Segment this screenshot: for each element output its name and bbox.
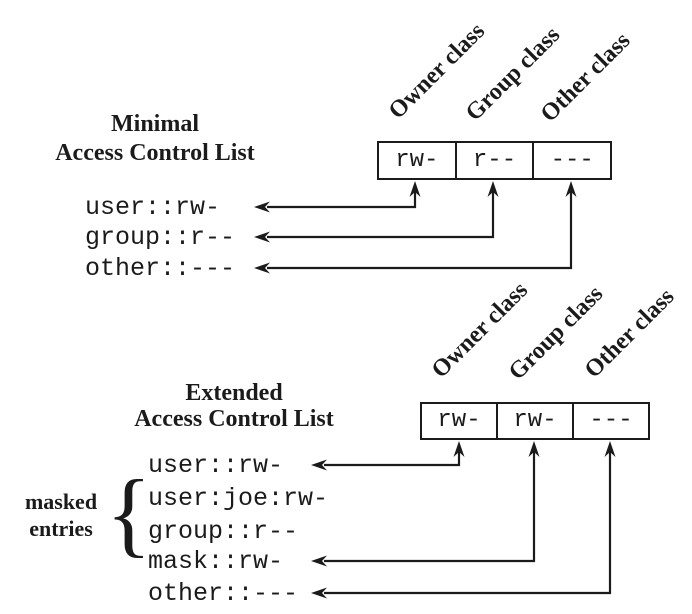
up-arrowhead-icon: [604, 441, 616, 457]
arrow-user-to-owner-cell: [267, 192, 417, 209]
minimal-other-permission-cell: ---: [550, 146, 594, 174]
masked-entries-label: masked entries: [8, 488, 114, 542]
left-arrowhead-icon: [311, 587, 327, 599]
masked-entries-label-line1: masked: [24, 489, 98, 514]
minimal-acl-entry-user: user::rw-: [85, 193, 221, 222]
extended-owner-permission-cell: rw-: [422, 404, 498, 438]
extended-acl-entry-user: user::rw-: [148, 451, 284, 480]
up-arrowhead-icon: [565, 181, 577, 197]
arrow-other-to-other-cell: [267, 192, 573, 270]
minimal-acl-entry-other: other::---: [85, 254, 236, 283]
left-arrowhead-icon: [311, 459, 327, 471]
arrow-user-to-owner-cell: [324, 452, 461, 467]
minimal-acl-title: Minimal Access Control List: [35, 110, 275, 168]
left-arrowhead-icon: [254, 231, 270, 243]
minimal-acl-entry-group: group::r--: [85, 223, 236, 252]
masked-entries-brace: {: [106, 460, 152, 566]
minimal-permission-box: rw- r-- ---: [377, 141, 612, 180]
minimal-acl-title-line2: Access Control List: [55, 140, 255, 166]
extended-permission-box: rw- rw- ---: [420, 402, 650, 440]
extended-acl-entry-group: group::r--: [148, 517, 299, 546]
extended-acl-arrows: [311, 441, 616, 599]
minimal-acl-title-line1: Minimal: [111, 111, 199, 137]
left-arrowhead-icon: [254, 262, 270, 274]
left-arrowhead-icon: [311, 555, 327, 567]
minimal-owner-permission-cell: rw-: [379, 143, 457, 178]
extended-other-permission-cell: ---: [589, 407, 633, 434]
up-arrowhead-icon: [487, 181, 499, 197]
extended-acl-entry-other: other::---: [148, 579, 299, 608]
extended-acl-entry-user-joe: user:joe:rw-: [148, 484, 329, 513]
arrow-group-to-group-cell: [267, 192, 495, 239]
minimal-acl-arrows: [254, 181, 577, 274]
minimal-group-permission-cell: r--: [457, 143, 535, 178]
up-arrowhead-icon: [409, 181, 421, 197]
extended-group-permission-cell: rw-: [498, 404, 574, 438]
masked-entries-label-line2: entries: [29, 516, 93, 541]
extended-acl-entry-mask: mask::rw-: [148, 547, 284, 576]
arrow-other-to-other-cell: [324, 452, 612, 595]
up-arrowhead-icon: [453, 441, 465, 457]
up-arrowhead-icon: [528, 441, 540, 457]
extended-acl-title: Extended Access Control List: [118, 380, 350, 432]
arrow-mask-to-group-cell: [324, 452, 536, 563]
extended-acl-title-line2: Access Control List: [134, 406, 334, 432]
left-arrowhead-icon: [254, 201, 270, 213]
extended-acl-title-line1: Extended: [185, 380, 283, 406]
